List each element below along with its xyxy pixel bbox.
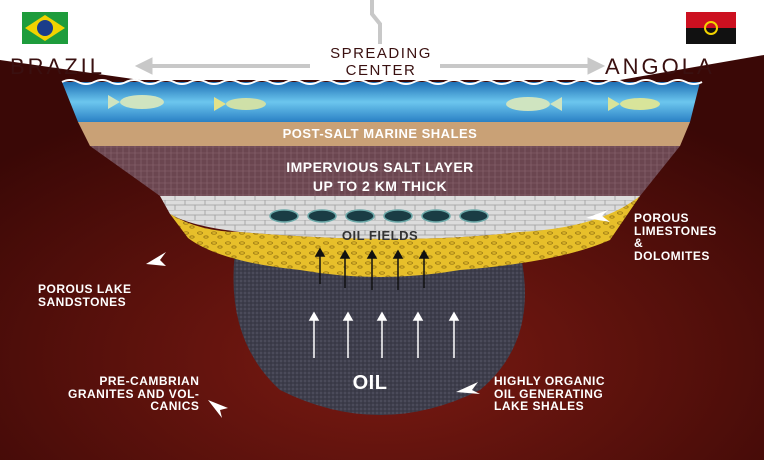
pointer-limestones <box>586 210 610 222</box>
callout-pointers <box>146 210 610 418</box>
spreading-line-2: CENTER <box>345 61 417 79</box>
fish-icon <box>506 97 562 111</box>
spreading-center-label: SPREADING CENTER <box>316 45 446 79</box>
brazil-flag-icon <box>22 12 68 44</box>
callout-porous-lake-sandstones: POROUS LAKE SANDSTONES <box>38 282 132 309</box>
fish-icon <box>608 97 660 111</box>
oil-field-pods <box>269 209 489 223</box>
fish-icon <box>214 97 266 111</box>
post-salt-label: POST-SALT MARINE SHALES <box>282 126 478 141</box>
salt-label-1: IMPERVIOUS SALT LAYER <box>286 159 474 175</box>
generation-arrows <box>308 311 460 358</box>
angola-flag-icon <box>686 12 736 44</box>
salt-label-2: UP TO 2 KM THICK <box>312 178 448 194</box>
spreading-line-1: SPREADING <box>330 45 432 62</box>
fish-icon <box>108 95 164 109</box>
oil-label: OIL <box>352 372 388 394</box>
pointer-sandstones <box>146 252 166 266</box>
ocean-water <box>62 82 700 122</box>
pointer-granites <box>208 400 228 418</box>
pointer-shales <box>456 382 480 394</box>
country-angola: ANGOLA <box>605 54 715 79</box>
country-brazil: BRAZIL <box>10 54 106 79</box>
salt-layer <box>90 146 680 196</box>
post-salt-shale-layer <box>78 122 690 146</box>
pipe-graphic <box>370 0 382 44</box>
callout-porous-limestones: POROUS LIMESTONES & DOLOMITES <box>634 211 717 263</box>
sandstone-layer <box>170 196 640 277</box>
migration-arrows <box>314 247 430 290</box>
spreading-arrows <box>134 57 606 75</box>
wave-line <box>61 79 703 85</box>
source-rock-layer <box>233 252 525 415</box>
callout-highly-organic: HIGHLY ORGANIC OIL GENERATING LAKE SHALE… <box>494 374 606 414</box>
oil-fields-label: OIL FIELDS <box>341 228 419 243</box>
callout-pre-cambrian: PRE-CAMBRIAN GRANITES AND VOL- CANICS <box>68 374 200 414</box>
